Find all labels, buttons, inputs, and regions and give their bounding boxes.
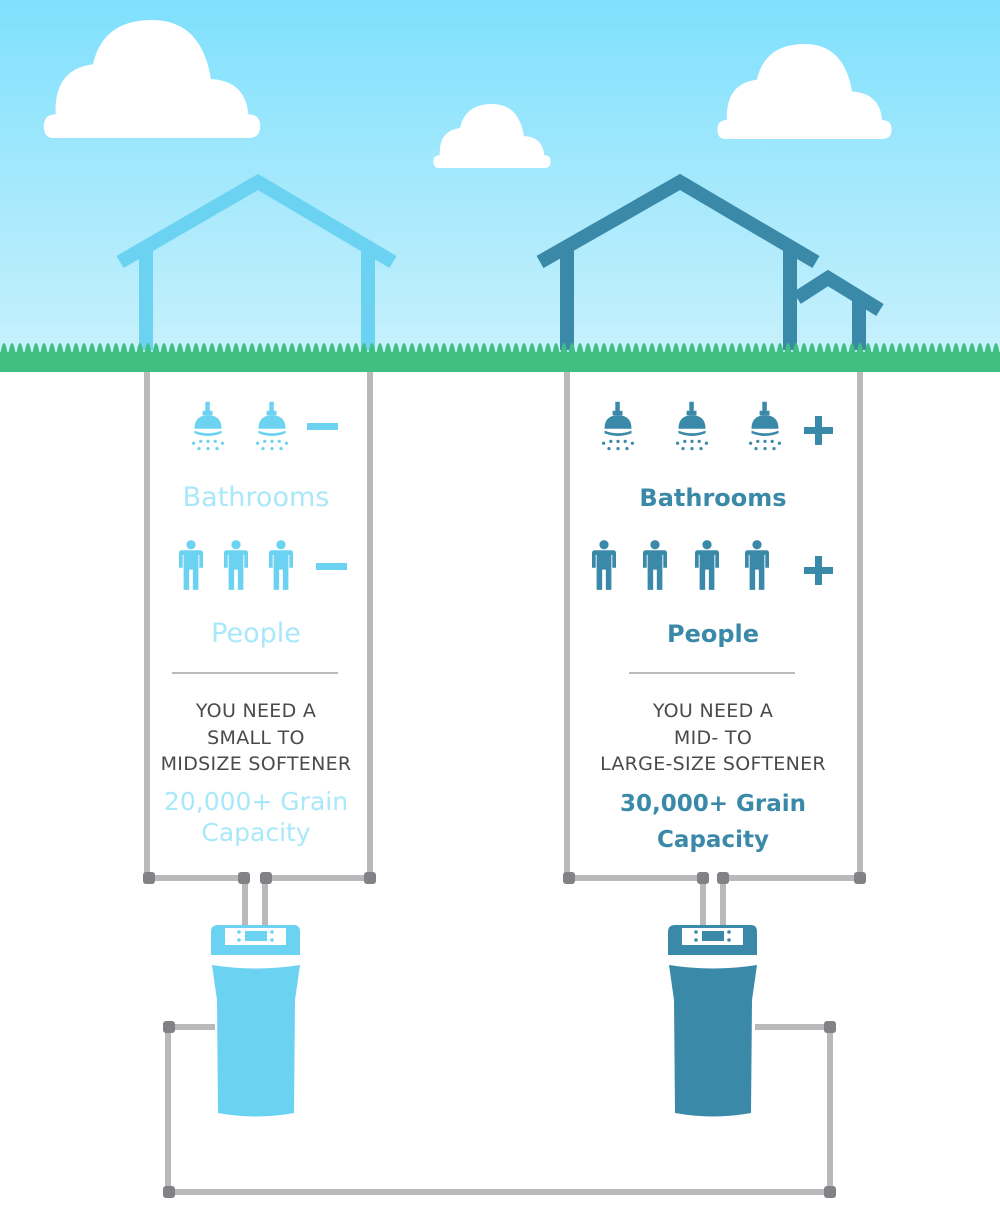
person-icon xyxy=(695,540,719,590)
person-icon xyxy=(179,540,203,590)
minus-icon xyxy=(316,563,347,570)
small-bathrooms-label: Bathrooms xyxy=(182,482,330,513)
large-house-outline xyxy=(536,173,884,350)
person-icon xyxy=(269,540,293,590)
large-people-label: People xyxy=(666,620,760,648)
grain-line: 30,000+ Grain xyxy=(619,791,807,817)
minus-icon xyxy=(307,423,338,430)
grain-line: Capacity xyxy=(201,818,311,847)
person-icon xyxy=(643,540,667,590)
person-icon xyxy=(224,540,248,590)
large-softener-unit xyxy=(668,925,757,1117)
need-line: SMALL TO xyxy=(207,726,305,749)
person-icon xyxy=(745,540,769,590)
grain-line: Capacity xyxy=(657,827,769,853)
small-people-label: People xyxy=(211,618,301,649)
shower-icon xyxy=(748,401,782,451)
shower-icon xyxy=(675,401,709,451)
small-softener-unit xyxy=(211,925,300,1117)
large-home-icons xyxy=(592,401,833,590)
small-grain-capacity: 20,000+ Grain Capacity xyxy=(164,786,348,848)
shower-icon xyxy=(191,401,225,451)
pipe-elbows xyxy=(143,872,866,1198)
need-line: YOU NEED A xyxy=(195,700,317,722)
large-bathrooms-label: Bathrooms xyxy=(639,484,787,512)
large-grain-capacity: 30,000+ Grain Capacity xyxy=(620,786,806,858)
plus-icon xyxy=(804,416,833,445)
need-line: MIDSIZE SOFTENER xyxy=(160,753,352,775)
need-line: YOU NEED A xyxy=(652,700,774,722)
small-house-outline xyxy=(116,173,397,350)
person-icon xyxy=(592,540,616,590)
small-need-text: YOU NEED A SMALL TO MIDSIZE SOFTENER xyxy=(161,698,352,778)
grass xyxy=(0,352,1000,372)
need-line: MID- TO xyxy=(673,726,753,749)
shower-icon xyxy=(255,401,289,451)
grain-line: 20,000+ Grain xyxy=(163,787,349,816)
plus-icon xyxy=(804,556,833,585)
pipes xyxy=(144,372,863,1195)
small-home-icons xyxy=(179,401,347,590)
grass-blades xyxy=(0,343,1000,356)
shower-icon xyxy=(601,401,635,451)
large-need-text: YOU NEED A MID- TO LARGE-SIZE SOFTENER xyxy=(600,698,826,778)
need-line: LARGE-SIZE SOFTENER xyxy=(600,753,826,775)
